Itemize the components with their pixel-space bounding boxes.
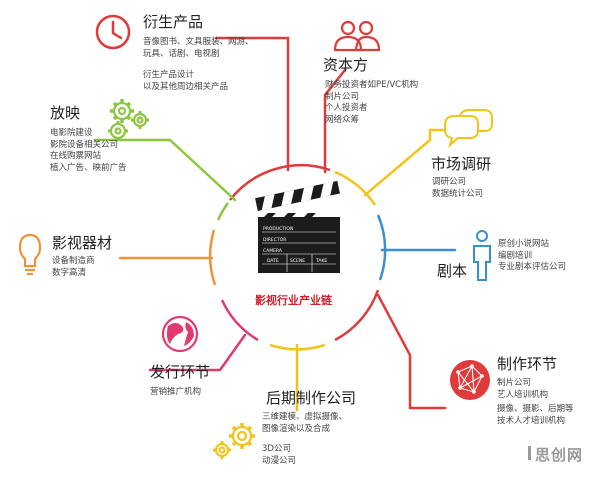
detail-line: 衍生产品设计	[143, 70, 195, 80]
post-production-detail: 三维建模、虚拟摄像、 图像渲染以及合成	[262, 412, 347, 435]
ring-segment-red-top	[229, 163, 331, 201]
detail-line: 玩具、话剧、电视剧	[143, 48, 220, 59]
detail-line: 影院设备相关公司	[50, 139, 119, 150]
connector-distribution	[148, 333, 247, 372]
detail-line: 植入广告、映前广告	[50, 162, 127, 173]
detail-line: 在线购票网站	[50, 151, 102, 161]
connector-screening	[93, 138, 237, 202]
ring-segment-yellow	[334, 170, 377, 206]
detail-line: 技术人才培训机构	[497, 415, 566, 426]
production-detail: 制片公司 艺人培训机构	[497, 378, 548, 401]
gears-icon	[213, 423, 255, 459]
person-icon	[473, 230, 491, 281]
watermark-logo	[528, 446, 531, 460]
ring-segment-pink	[220, 299, 259, 342]
detail-line: 数据统计公司	[432, 188, 484, 199]
market-research-title: 市场调研	[431, 155, 492, 173]
detail-line: 专业剧本评估公司	[498, 262, 567, 272]
detail-line: 以及其他周边相关产品	[143, 81, 229, 92]
detail-line: 调研公司	[432, 177, 467, 187]
capital-detail: 财务投资者如PE/VC机构 制片公司 个人投资者 网络众筹	[325, 80, 418, 126]
ring-segment-red-right	[334, 289, 380, 342]
detail-line: 编剧培训	[498, 250, 533, 261]
watermark: 思创网	[535, 446, 584, 464]
ring-segment-green	[216, 202, 230, 221]
detail-line: 财务投资者如PE/VC机构	[325, 80, 419, 90]
screenplay-title: 剧本	[437, 262, 468, 280]
detail-line: 制片公司	[497, 378, 532, 388]
globe-icon	[161, 315, 199, 353]
detail-line: 艺人培训机构	[497, 389, 549, 400]
production-detail-2: 摄像、摄影、后期等 技术人才培训机构	[497, 404, 574, 427]
detail-line: 营销推广机构	[150, 387, 202, 397]
clapper-date-text: DATE	[267, 258, 279, 264]
equipment-title: 影视器材	[52, 234, 113, 252]
clock-icon	[95, 14, 131, 50]
clapper-take-text: TAKE	[315, 258, 327, 264]
market-research-detail: 调研公司 数据统计公司	[432, 177, 483, 200]
derivatives-detail-2: 衍生产品设计 以及其他周边相关产品	[143, 70, 228, 93]
equipment-detail: 设备制造商 数字高清	[52, 256, 95, 279]
lightbulb-icon	[18, 233, 42, 276]
detail-line: 三维建模、虚拟摄像、	[262, 412, 348, 422]
detail-line: 设备制造商	[52, 256, 95, 266]
screening-gears-icon	[108, 99, 149, 141]
detail-line: 个人投资者	[325, 103, 368, 113]
distribution-title: 发行环节	[150, 363, 211, 381]
detail-line: 音像图书、文具服装、网游、	[143, 37, 254, 47]
distribution-detail: 营销推广机构	[150, 387, 201, 399]
capital-title: 资本方	[323, 56, 369, 74]
connector-derivatives	[214, 36, 290, 172]
center-title: 影视行业产业链	[255, 294, 332, 307]
detail-line: 图像渲染以及合成	[262, 423, 331, 434]
connectors	[93, 36, 457, 412]
detail-line: 制片公司	[325, 91, 360, 102]
connector-production	[376, 293, 447, 410]
screening-title: 放映	[50, 104, 81, 122]
detail-line: 摄像、摄影、后期等	[497, 404, 574, 414]
derivatives-title: 衍生产品	[143, 13, 204, 31]
detail-line: 原创小说网站	[498, 239, 550, 249]
post-production-title: 后期制作公司	[266, 389, 357, 407]
screening-detail: 电影院建设 影院设备相关公司 在线购票网站 植入广告、映前广告	[50, 128, 127, 174]
detail-line: 3D公司	[262, 444, 291, 454]
post-production-detail-2: 3D公司 动漫公司	[262, 444, 296, 467]
detail-line: 网络众筹	[325, 114, 360, 125]
production-title: 制作环节	[497, 355, 558, 373]
detail-line: 电影院建设	[50, 128, 93, 138]
speech-bubbles-icon	[444, 109, 493, 148]
ring-segment-blue	[376, 214, 387, 281]
clapper-production-text: PRODUCTION	[263, 226, 293, 232]
clapper-camera-text: CAMERA	[263, 248, 283, 254]
connector-capital	[323, 68, 347, 174]
clapper-director-text: DIRECTOR	[263, 237, 286, 243]
detail-line: 数字高清	[52, 267, 87, 278]
people-icon	[333, 20, 381, 52]
clapper-scene-text: SCENE	[290, 258, 305, 264]
clapperboard-icon: PRODUCTION DIRECTOR CAMERA DATE SCENE TA…	[255, 180, 340, 273]
connector-market	[363, 128, 447, 197]
detail-line: 动漫公司	[262, 455, 297, 466]
network-sphere-icon	[450, 360, 490, 400]
derivatives-detail: 音像图书、文具服装、网游、 玩具、话剧、电视剧	[143, 37, 254, 60]
screenplay-detail: 原创小说网站 编剧培训 专业剧本评估公司	[498, 239, 566, 274]
